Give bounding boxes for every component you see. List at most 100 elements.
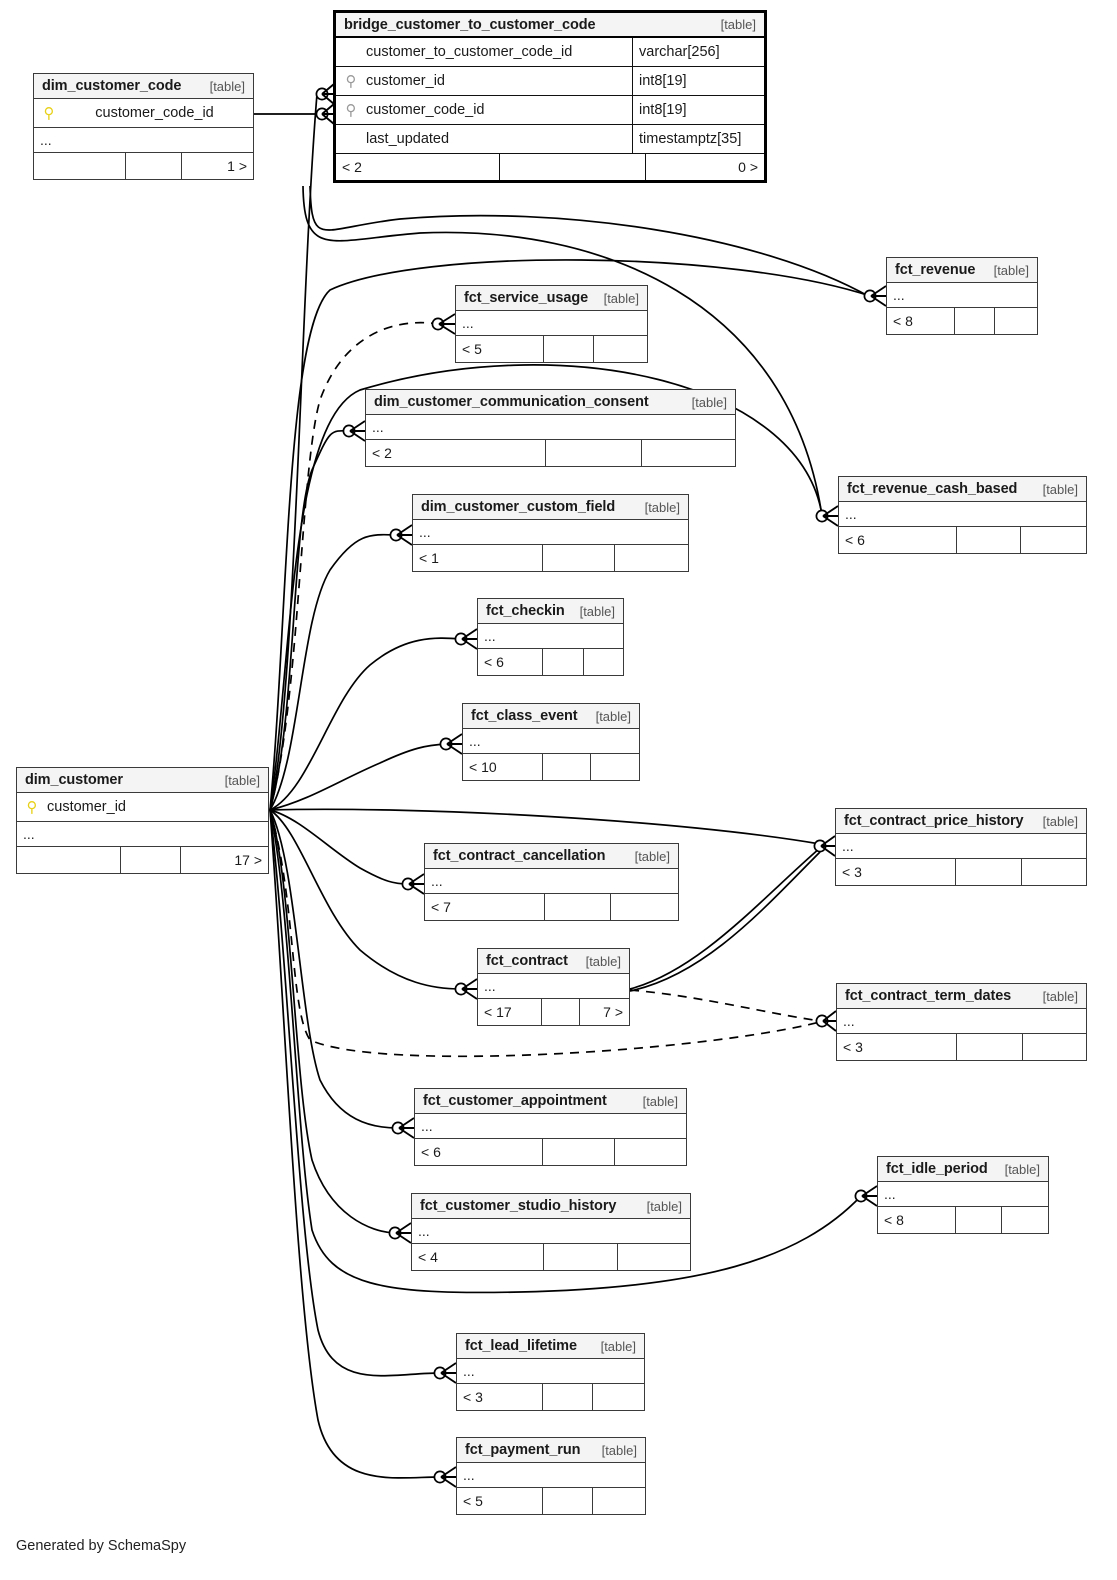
table-footer: < 3	[837, 1034, 1086, 1060]
footer-middle	[121, 847, 181, 873]
table-title: fct_checkin	[486, 603, 565, 619]
table-header: fct_contract_term_dates [table]	[837, 984, 1086, 1009]
table-ellipsis-row: ...	[457, 1359, 644, 1384]
table-fct-customer-studio-history[interactable]: fct_customer_studio_history [table] ... …	[411, 1193, 691, 1271]
footer-parent-count: < 4	[412, 1244, 544, 1270]
table-footer: 1 >	[34, 153, 253, 179]
footer-middle	[542, 999, 580, 1025]
table-row[interactable]: customer_to_customer_code_id varchar[256…	[336, 38, 764, 67]
table-type-tag: [table]	[209, 78, 245, 94]
table-header: fct_contract_price_history [table]	[836, 809, 1086, 834]
table-row[interactable]: ⚲ customer_id int8[19]	[336, 67, 764, 96]
table-fct-lead-lifetime[interactable]: fct_lead_lifetime [table] ... < 3	[456, 1333, 645, 1411]
table-row[interactable]: ⚲ customer_code_id	[34, 99, 253, 128]
generated-by-credit: Generated by SchemaSpy	[16, 1538, 187, 1554]
table-title: fct_contract	[486, 953, 568, 969]
table-title: fct_revenue	[895, 262, 976, 278]
table-fct-contract-price-history[interactable]: fct_contract_price_history [table] ... <…	[835, 808, 1087, 886]
table-fct-payment-run[interactable]: fct_payment_run [table] ... < 5	[456, 1437, 646, 1515]
footer-child-count: 7 >	[603, 1004, 623, 1020]
table-bridge-customer-to-customer-code[interactable]: bridge_customer_to_customer_code [table]…	[333, 10, 767, 183]
table-header: fct_service_usage [table]	[456, 286, 647, 311]
table-fct-revenue[interactable]: fct_revenue [table] ... < 8	[886, 257, 1038, 335]
footer-parent-count: < 6	[478, 649, 543, 675]
table-ellipsis-row: ...	[34, 128, 253, 153]
table-type-tag: [table]	[601, 1442, 637, 1458]
footer-middle	[500, 154, 646, 180]
table-row[interactable]: ⚲ customer_id	[17, 793, 268, 822]
table-title: fct_revenue_cash_based	[847, 481, 1018, 497]
table-footer: < 8	[887, 308, 1037, 334]
footer-parent-count: < 6	[839, 527, 957, 553]
column-type: timestamptz[35]	[632, 125, 756, 153]
footer-child-count	[1023, 1034, 1086, 1060]
edge-dim-customer-to-fct-class-event	[269, 743, 447, 811]
footer-parent-count: < 3	[837, 1034, 957, 1060]
table-fct-service-usage[interactable]: fct_service_usage [table] ... < 5	[455, 285, 648, 363]
table-row[interactable]: ⚲ customer_code_id int8[19]	[336, 96, 764, 125]
footer-child-count	[593, 1384, 644, 1410]
table-header: fct_checkin [table]	[478, 599, 623, 624]
table-dim-customer[interactable]: dim_customer [table] ⚲ customer_id ... 1…	[16, 767, 269, 874]
table-fct-customer-appointment[interactable]: fct_customer_appointment [table] ... < 6	[414, 1088, 687, 1166]
table-type-tag: [table]	[644, 499, 680, 515]
table-type-tag: [table]	[720, 17, 756, 32]
footer-child-count: 0 >	[738, 159, 758, 175]
table-fct-revenue-cash-based[interactable]: fct_revenue_cash_based [table] ... < 6	[838, 476, 1087, 554]
table-title: fct_lead_lifetime	[465, 1338, 577, 1354]
table-header: fct_class_event [table]	[463, 704, 639, 729]
table-header: dim_customer_code [table]	[34, 74, 253, 99]
table-footer: 17 >	[17, 847, 268, 873]
table-row[interactable]: last_updated timestamptz[35]	[336, 125, 764, 154]
edge-dim-customer-to-appointment	[269, 809, 399, 1129]
edge-dim-customer-to-bridge	[269, 93, 318, 811]
table-ellipsis-row: ...	[366, 415, 735, 440]
table-fct-class-event[interactable]: fct_class_event [table] ... < 10	[462, 703, 640, 781]
footer-middle	[957, 527, 1021, 553]
table-dim-customer-communication-consent[interactable]: dim_customer_communication_consent [tabl…	[365, 389, 736, 467]
table-ellipsis-row: ...	[478, 974, 629, 999]
footer-child-count	[615, 545, 688, 571]
table-fct-contract[interactable]: fct_contract [table] ... < 17 7 >	[477, 948, 630, 1026]
table-type-tag: [table]	[1042, 813, 1078, 829]
column-type: varchar[256]	[632, 38, 756, 66]
table-dim-customer-custom-field[interactable]: dim_customer_custom_field [table] ... < …	[412, 494, 689, 572]
table-ellipsis-row: ...	[425, 869, 678, 894]
table-header: fct_customer_appointment [table]	[415, 1089, 686, 1114]
table-fct-checkin[interactable]: fct_checkin [table] ... < 6	[477, 598, 624, 676]
table-footer: < 17 7 >	[478, 999, 629, 1025]
edge-dim-customer-to-custom-field	[269, 533, 397, 811]
footer-middle	[957, 1034, 1023, 1060]
table-footer: < 1	[413, 545, 688, 571]
footer-child-count	[594, 336, 647, 362]
table-title: bridge_customer_to_customer_code	[344, 16, 596, 33]
footer-child-count: 1 >	[227, 158, 247, 174]
table-fct-contract-term-dates[interactable]: fct_contract_term_dates [table] ... < 3	[836, 983, 1087, 1061]
footer-child-count	[1002, 1207, 1048, 1233]
table-fct-idle-period[interactable]: fct_idle_period [table] ... < 8	[877, 1156, 1049, 1234]
column-name: customer_code_id	[366, 102, 485, 118]
column-type: int8[19]	[632, 67, 756, 95]
table-title: dim_customer_code	[42, 78, 182, 94]
foreign-key-icon: ⚲	[345, 101, 357, 119]
footer-child-count	[1021, 527, 1086, 553]
table-fct-contract-cancellation[interactable]: fct_contract_cancellation [table] ... < …	[424, 843, 679, 921]
table-header: dim_customer_custom_field [table]	[413, 495, 688, 520]
table-ellipsis-row: ...	[839, 502, 1086, 527]
edge-dim-customer-to-price-history	[269, 808, 821, 845]
footer-middle	[956, 859, 1022, 885]
table-dim-customer-code[interactable]: dim_customer_code [table] ⚲ customer_cod…	[33, 73, 254, 180]
edge-dim-customer-to-studio-history	[269, 809, 396, 1234]
column-name: customer_code_id	[95, 105, 214, 121]
footer-child-count: 17 >	[234, 852, 262, 868]
table-title: dim_customer_custom_field	[421, 499, 616, 515]
table-type-tag: [table]	[993, 262, 1029, 278]
edge-bridge-to-fct-revenue	[309, 185, 871, 298]
table-header: dim_customer_communication_consent [tabl…	[366, 390, 735, 415]
footer-parent-count: < 3	[836, 859, 956, 885]
table-title: fct_contract_cancellation	[433, 848, 606, 864]
table-footer: < 2	[366, 440, 735, 466]
table-ellipsis-row: ...	[457, 1463, 645, 1488]
footer-parent-count: < 2	[336, 154, 500, 180]
primary-key-icon: ⚲	[26, 798, 38, 816]
